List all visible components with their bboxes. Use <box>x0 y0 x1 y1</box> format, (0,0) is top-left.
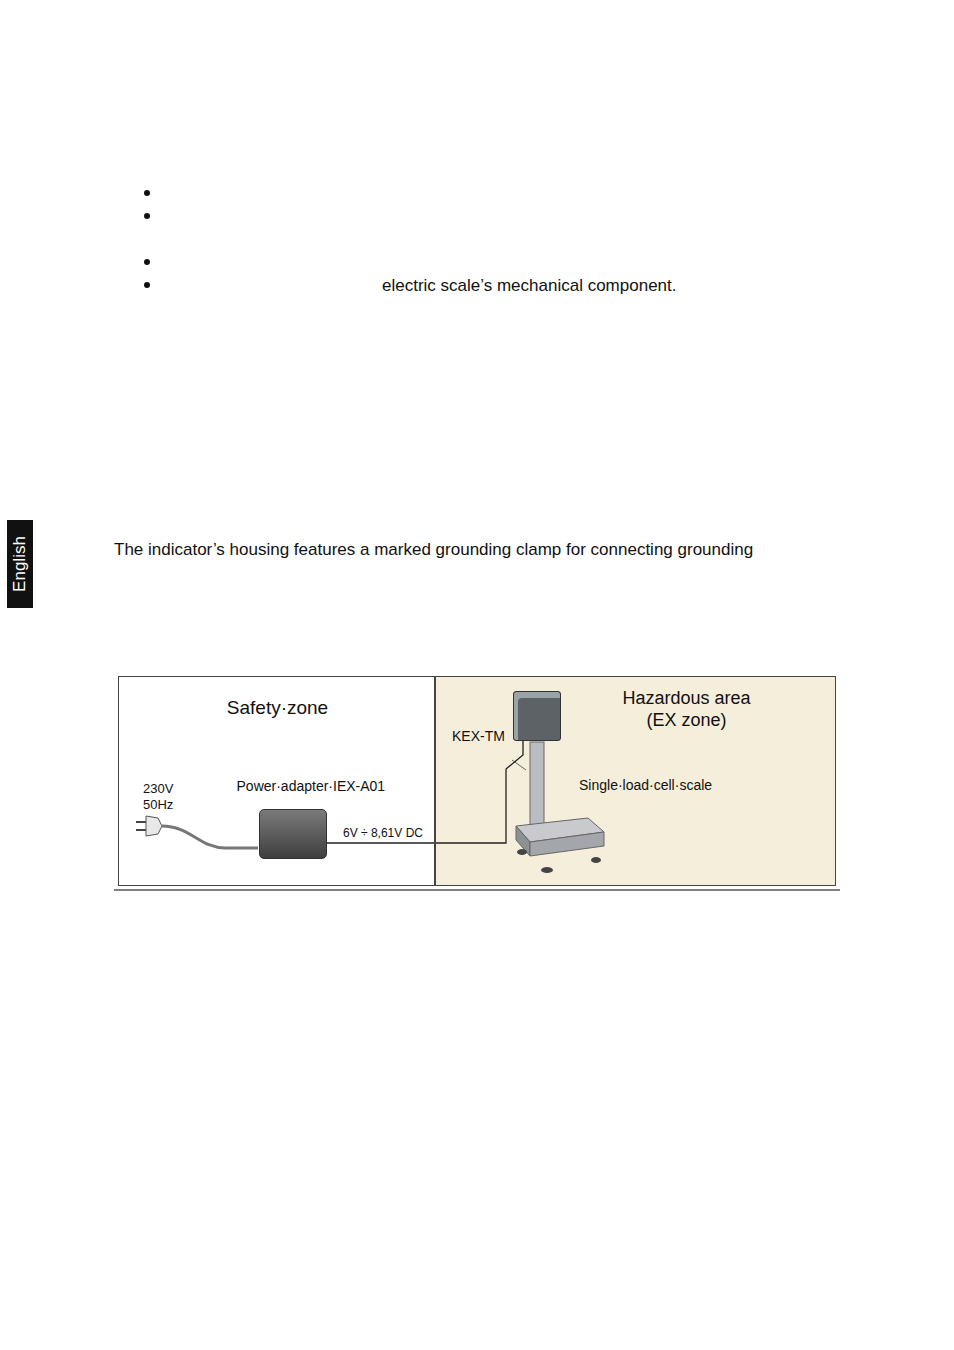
ex-zone-ground <box>435 676 836 886</box>
language-tab: English <box>7 520 33 608</box>
single-load-cell-scale <box>512 742 604 873</box>
node-text: Power·adapter·IEX-A01 <box>237 778 386 794</box>
mains-plug <box>136 816 258 848</box>
indicator-head: KEX-TM <box>513 691 561 741</box>
bottom-rule <box>114 889 840 891</box>
voltage-label: 6V ÷ 8,61V DC <box>341 826 425 840</box>
node-text: Safety·zone <box>119 697 436 719</box>
bullet-text: electric scale’s mechanical component. <box>382 275 677 296</box>
node-text: Hazardous area (EX zone) <box>614 687 759 731</box>
scale-caption: Single·load·cell·scale <box>579 777 712 795</box>
node-text: English <box>10 536 30 592</box>
power-adapter: Power·adapter·IEX-A01 <box>259 809 327 859</box>
mains-voltage: 230V 50Hz <box>143 781 179 814</box>
paragraph-text: The indicator’s housing features a marke… <box>114 539 753 560</box>
node-text: KEX-TM <box>452 728 505 744</box>
bullet-dots <box>144 190 150 288</box>
